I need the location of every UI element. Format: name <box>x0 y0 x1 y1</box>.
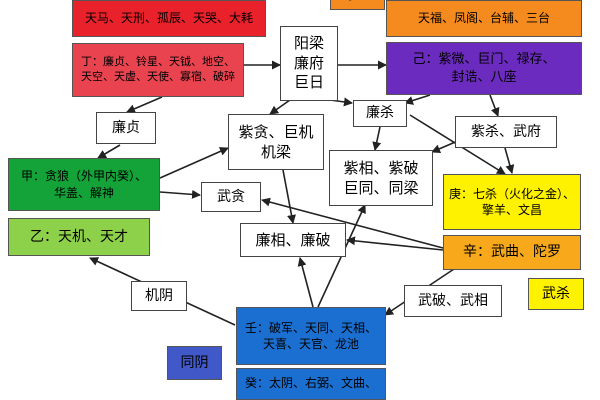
arrow-ji-to-ziwu <box>489 94 500 117</box>
node-jiyin: 机阴 <box>131 281 187 311</box>
node-lianzhen: 廉贞 <box>96 112 156 144</box>
node-ren: 壬：破军、天同、天相、 天喜、天官、龙池 <box>236 307 386 365</box>
arrow-zitan-to-lianxiang <box>282 169 296 224</box>
node-xin: 辛：武曲、陀罗 <box>443 235 581 270</box>
node-zixiang: 紫相、紫破 巨同、同梁 <box>329 150 433 206</box>
node-lianxiang: 廉相、廉破 <box>240 223 346 257</box>
node-wusha: 武杀 <box>528 278 584 310</box>
node-yi: 乙：天机、天才 <box>8 218 150 256</box>
node-top-red: 天马、天刑、孤辰、天哭、大耗 <box>72 0 266 37</box>
node-top-orange: 天福、凤阁、台辅、三台 <box>386 0 582 37</box>
node-ziwu: 紫杀、武府 <box>455 116 557 148</box>
arrow-jia-to-zitan <box>159 147 229 179</box>
arrow-yangliang-to-zitan <box>269 99 291 115</box>
arrow-ren-to-lianxiang <box>297 257 314 308</box>
node-liansha: 廉杀 <box>353 100 407 127</box>
arrow-ji-to-liansha <box>404 94 431 105</box>
arrow-liansha-to-zixiang <box>372 126 382 151</box>
node-ji: 己：紫微、巨门、禄存、 封诰、八座 <box>386 42 582 95</box>
arrow-ding-to-lianzhen <box>126 96 163 113</box>
arrow-ziwu-to-geng <box>504 147 515 174</box>
node-gui: 癸：太阴、右弼、文曲、 <box>236 368 386 400</box>
arrow-jia-to-wutan <box>159 189 201 199</box>
node-zitan: 紫贪、巨机 机梁 <box>228 114 324 170</box>
node-wupo: 武破、武相 <box>404 285 502 317</box>
node-jia: 甲：贪狼（外甲内癸）、 华盖、解神 <box>8 158 160 211</box>
arrow-xin-to-lianxiang <box>346 236 444 251</box>
node-top-orange-partial: 紫府 <box>330 0 385 10</box>
node-tongyin: 同阴 <box>167 346 222 380</box>
arrow-xin-to-wutan <box>261 197 444 249</box>
node-ding: 丁：廉贞、铃星、天钺、地空、 天空、天虚、天使、寡宿、破碎 <box>72 43 244 97</box>
arrow-lianzhen-to-jia <box>97 144 121 159</box>
node-wutan: 武贪 <box>201 182 261 212</box>
node-geng: 庚：七杀（火化之金）、 擎羊、文昌 <box>443 174 581 230</box>
node-yangliang: 阳梁 廉府 巨日 <box>280 26 338 101</box>
